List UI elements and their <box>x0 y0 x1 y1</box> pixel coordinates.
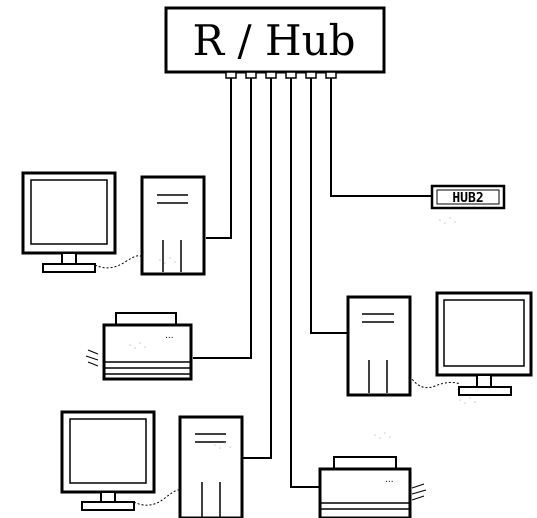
monitor <box>60 410 156 511</box>
monitor <box>435 291 533 396</box>
monitor-cable <box>94 255 143 269</box>
cable-to-top-left-computer <box>206 78 232 239</box>
network-cables <box>193 78 432 488</box>
tower <box>140 175 206 276</box>
cable-to-left-printer <box>193 78 252 359</box>
paper-lines <box>411 483 427 501</box>
hub2-box: HUB2 <box>430 184 506 210</box>
cable-to-bottom-left-computer <box>242 78 272 459</box>
cable-to-right-computer <box>310 78 348 334</box>
svg-text:...: ... <box>165 331 174 341</box>
tower <box>178 415 244 518</box>
hub-router: R / Hub <box>164 6 386 79</box>
top-left-computer <box>21 171 206 276</box>
monitor <box>21 171 117 273</box>
right-computer <box>346 291 533 397</box>
paper-lines <box>85 349 99 367</box>
tower <box>346 295 412 397</box>
hub2-label: HUB2 <box>452 191 483 206</box>
monitor-cable <box>409 375 461 389</box>
cable-to-bottom-printer <box>290 78 320 488</box>
hub-label: R / Hub <box>192 16 355 65</box>
bottom-printer: ... <box>318 456 427 518</box>
left-printer: ... <box>85 312 193 381</box>
bottom-left-computer <box>60 410 244 518</box>
svg-text:...: ... <box>385 475 394 485</box>
cable-to-hub2 <box>330 78 432 197</box>
